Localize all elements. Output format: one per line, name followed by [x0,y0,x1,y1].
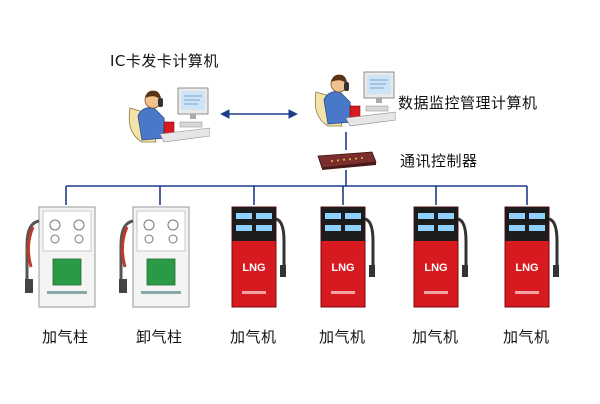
device-label: 加气机 [412,328,459,346]
ic-card-computer-label: IC卡发卡计算机 [110,52,219,70]
monitor-computer-label: 数据监控管理计算机 [398,94,538,112]
device-label: 加气柱 [42,328,89,346]
lng-dispenser-icon: LNG [231,206,286,308]
device-label: 加气机 [319,328,366,346]
dispenser-white-1 [23,205,109,309]
fuel-dispenser-icon [25,206,96,308]
device-label: 加气机 [503,328,550,346]
device-label: 卸气柱 [136,328,183,346]
lng-dispenser-4: LNG [311,205,375,309]
lng-dispenser-5: LNG [404,205,468,309]
lng-badge: LNG [331,262,354,274]
lng-badge: LNG [515,262,538,274]
lng-badge: LNG [242,262,265,274]
device-label: 加气机 [230,328,277,346]
operator-at-computer-icon [314,71,396,127]
operator-at-computer-icon [128,87,210,143]
comm-controller-label: 通讯控制器 [400,152,478,170]
dispenser-white-2 [117,205,203,309]
lng-dispenser-icon: LNG [320,206,375,308]
network-switch-icon [317,151,377,170]
lng-dispenser-icon: LNG [504,206,559,308]
lng-dispenser-icon: LNG [413,206,468,308]
lng-dispenser-3: LNG [222,205,286,309]
fuel-dispenser-icon [119,206,190,308]
lng-dispenser-6: LNG [495,205,559,309]
lng-badge: LNG [424,262,447,274]
